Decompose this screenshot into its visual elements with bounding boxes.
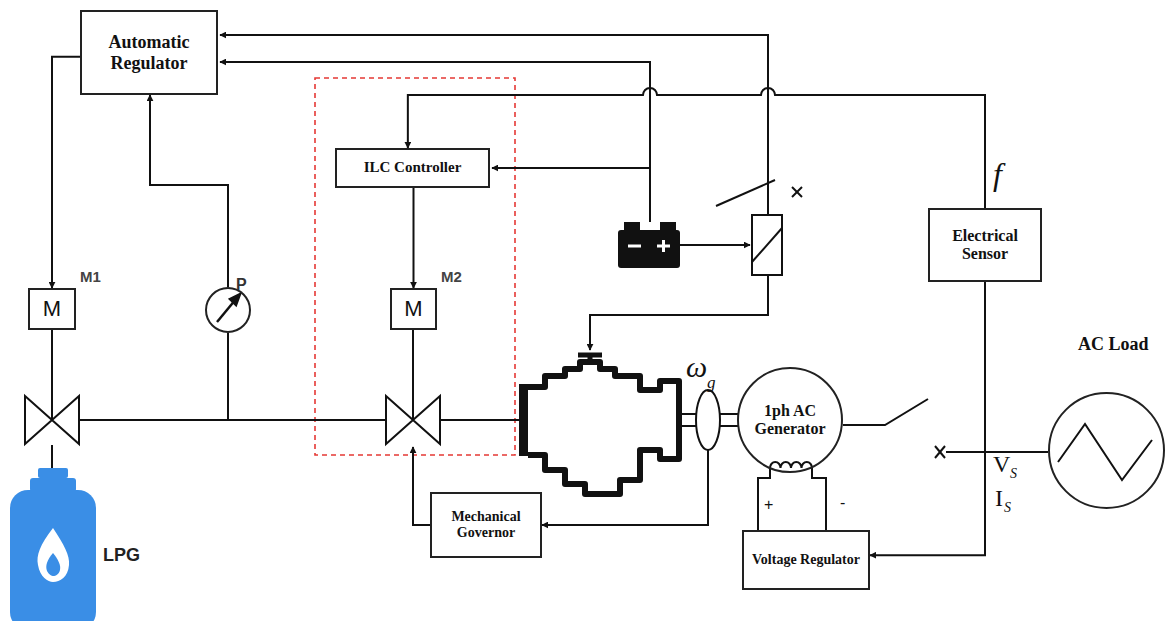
node-label: AC Load xyxy=(1078,334,1149,355)
voltage-regulator-box: Voltage Regulator xyxy=(742,530,870,590)
signal-connector xyxy=(870,282,985,555)
breaker-mark xyxy=(935,446,945,458)
load-waveform xyxy=(1058,424,1152,480)
node-text: 1ph AC Generator xyxy=(747,402,833,439)
battery-symbol xyxy=(624,222,640,231)
gas-pipe xyxy=(51,330,53,420)
signal-connector xyxy=(150,95,228,287)
motor-box: M1M xyxy=(28,288,76,330)
shaft xyxy=(679,390,738,450)
governor-link xyxy=(542,450,708,525)
gas-pipe xyxy=(440,419,520,421)
control-wire xyxy=(220,62,650,222)
node-text: M xyxy=(43,296,61,321)
engine-symbol xyxy=(588,355,593,362)
valve-symbol xyxy=(386,396,440,444)
ilc-dashed-region xyxy=(315,78,515,455)
motor-box: M2M xyxy=(390,288,437,330)
gas-pipe xyxy=(412,330,414,420)
node-text: Voltage Regulator xyxy=(752,552,860,568)
field-winding xyxy=(812,468,826,530)
lpg-cylinder xyxy=(38,528,70,582)
node-text: M xyxy=(404,296,422,321)
engine-symbol xyxy=(528,362,679,494)
lpg-cylinder xyxy=(10,468,96,621)
control-wire xyxy=(492,167,650,169)
node-label: M1 xyxy=(80,268,101,285)
lpg-cylinder xyxy=(10,490,96,621)
ac-load: AC Load xyxy=(1048,392,1165,509)
controller-box: ILC Controller xyxy=(335,148,490,188)
gas-pipe xyxy=(51,445,53,470)
valve-symbol xyxy=(25,396,440,444)
relay-symbol xyxy=(716,180,802,275)
governor-link xyxy=(413,447,430,525)
gas-pipe xyxy=(52,330,520,470)
pressure-gauge: P xyxy=(205,287,251,333)
signal-connector xyxy=(52,57,80,288)
node-label: P xyxy=(236,276,247,294)
gauge-needle xyxy=(217,294,240,322)
speed-signal: g xyxy=(707,374,716,391)
gas-pipe xyxy=(80,419,386,421)
control-wire xyxy=(590,275,768,350)
gauge-needle xyxy=(230,294,240,305)
battery-symbol xyxy=(662,240,665,252)
lpg-cylinder xyxy=(46,553,60,576)
control-wire xyxy=(680,244,750,246)
node-label: M2 xyxy=(441,268,462,285)
signal-connector xyxy=(843,399,1048,452)
signal-connector xyxy=(408,88,985,208)
node-label: LPG xyxy=(103,545,140,566)
control-wire xyxy=(220,35,768,350)
measurement-signal: S xyxy=(1010,467,1017,481)
node-text: Electrical Sensor xyxy=(934,227,1036,264)
relay-symbol xyxy=(792,187,802,197)
battery-symbol xyxy=(628,245,641,248)
lpg-cylinder xyxy=(30,478,76,492)
measurement-signal: S xyxy=(1004,501,1011,515)
breaker-mark xyxy=(935,446,945,458)
load-waveform xyxy=(1058,424,1152,480)
node-text: Mechanical Governor xyxy=(436,509,536,541)
battery-symbol xyxy=(618,230,680,268)
signal-connector xyxy=(413,188,415,288)
shaft xyxy=(696,390,720,450)
speed-signal: ω xyxy=(686,352,707,382)
ilc-dashed-region xyxy=(315,78,515,455)
relay-symbol xyxy=(792,187,802,197)
measurement-signal: I xyxy=(995,486,1003,510)
frequency-signal: f xyxy=(993,158,1002,190)
terminal-sign: + xyxy=(764,497,773,513)
breaker-mark xyxy=(935,446,945,458)
valve-symbol xyxy=(25,396,79,444)
engine-symbol xyxy=(519,384,528,456)
battery-symbol xyxy=(618,222,680,268)
generator-circle: 1ph AC Generator xyxy=(737,367,843,473)
regulator-box: Automatic Regulator xyxy=(80,10,218,95)
gas-pipe xyxy=(227,333,229,420)
field-winding xyxy=(770,462,812,468)
node-text: Automatic Regulator xyxy=(86,32,212,73)
terminal-sign: - xyxy=(840,495,845,511)
lpg-cylinder: LPG xyxy=(10,470,96,621)
engine-symbol xyxy=(519,355,679,494)
battery-symbol xyxy=(660,222,676,231)
node-text: ILC Controller xyxy=(364,159,462,176)
governor-box: Mechanical Governor xyxy=(430,492,542,558)
sensor-box: Electrical Sensor xyxy=(928,208,1042,282)
lpg-cylinder xyxy=(38,468,68,478)
relay-symbol xyxy=(752,215,782,275)
measurement-signal: V xyxy=(993,452,1010,476)
relay-symbol xyxy=(752,228,782,262)
relay-symbol xyxy=(716,180,775,206)
